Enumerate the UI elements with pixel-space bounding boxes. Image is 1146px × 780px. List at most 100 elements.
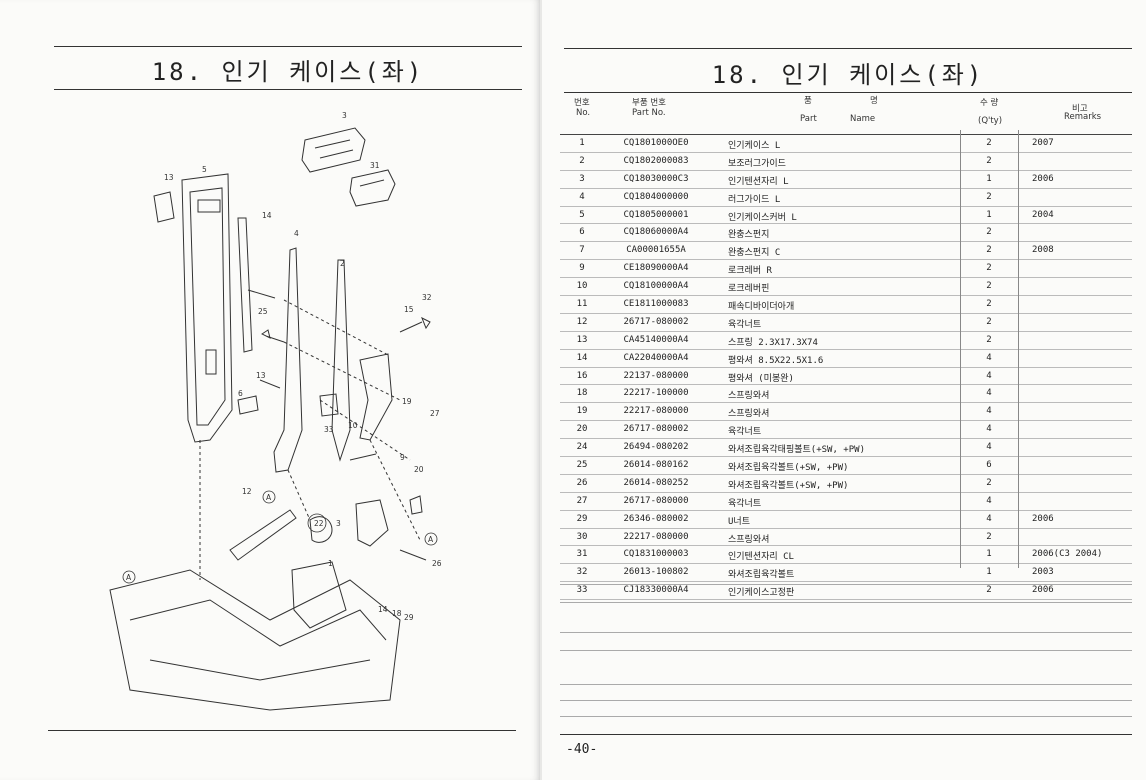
part-33-clip (319, 393, 339, 417)
right-title-top-rule (564, 48, 1132, 49)
remarks: 2006 (1032, 173, 1054, 184)
part-number: 22137-080000 (623, 370, 689, 381)
part-name: 와셔조립육각볼트(+SW, +PW) (728, 463, 849, 474)
part-number: CQ18060000A4 (623, 227, 689, 238)
quantity: 2 (986, 138, 992, 148)
part-number: CQ1831000003 (623, 549, 689, 560)
part-name: 로크레버 R (728, 266, 772, 277)
callout-3: 3 (342, 111, 347, 120)
part-name: 스프링와셔 (728, 534, 770, 545)
row-number: 2 (579, 155, 585, 166)
quantity: 6 (986, 460, 992, 471)
part-3-lower-bracket (355, 499, 389, 547)
callout-25: 25 (258, 307, 268, 316)
quantity: 2 (986, 263, 992, 274)
column-divider-qty-right (1018, 130, 1019, 568)
part-number: CJ18330000A4 (623, 585, 689, 596)
header-qty-ko: 수 량 (980, 98, 999, 108)
header-qty-en: (Q'ty) (978, 116, 1003, 126)
left-page: 18. 인기 케이스(좌) (0, 0, 540, 780)
callout-10: 10 (348, 421, 358, 430)
row-number: 32 (576, 567, 588, 578)
quantity: 4 (986, 513, 992, 524)
part-name: 와셔조립육각볼트(+SW, +PW) (728, 480, 849, 491)
callout-14: 14 (262, 211, 272, 220)
part-20-nut (409, 495, 423, 515)
part-number: CE1811000083 (623, 299, 689, 310)
row-number: 11 (576, 299, 588, 310)
quantity: 2 (986, 245, 992, 256)
header-name-en-2: Name (850, 114, 876, 124)
row-number: 6 (579, 227, 585, 238)
part-name: 완충스펀지 (728, 230, 770, 241)
quantity: 2 (986, 299, 992, 310)
part-number: CQ1805000001 (623, 209, 689, 220)
part-1-bracket (291, 561, 347, 629)
part-13-plate (153, 191, 175, 223)
row-number: 1 (579, 138, 585, 148)
exploded-parts-diagram: 3 31 5 13 14 4 2 25 32 15 13 6 33 10 19 … (109, 111, 442, 711)
base-frame (109, 569, 401, 711)
blank-line-2 (560, 602, 1132, 603)
callout-20: 20 (414, 465, 424, 474)
callout-A-2: A (428, 535, 434, 544)
quantity: 4 (986, 406, 992, 417)
callout-9: 9 (400, 453, 405, 462)
part-number: 26346-080002 (623, 513, 689, 524)
row-number: 16 (576, 370, 588, 381)
part-name: 인기케이스커버 L (728, 212, 797, 223)
header-name-en-1: Part (800, 114, 817, 124)
part-name: 육각너트 (728, 498, 762, 509)
row-number: 18 (576, 388, 588, 399)
part-name: 평와셔 (미봉완) (728, 373, 794, 384)
part-25-bolt (261, 329, 285, 343)
right-title-block: 18. 인기 케이스(좌) (564, 48, 1132, 93)
header-name-ko-2: 명 (870, 96, 878, 106)
header-remarks-ko: 비고 (1072, 104, 1088, 114)
callout-A-3: A (126, 573, 132, 582)
callout-14b: 14 (378, 605, 388, 614)
remarks: 2008 (1032, 245, 1054, 256)
part-name: 보조러그가이드 (728, 158, 786, 169)
quantity: 4 (986, 388, 992, 399)
right-bottom-rule (560, 734, 1132, 735)
part-number: 26717-080002 (623, 424, 689, 435)
remarks: 2006 (1032, 585, 1054, 596)
row-number: 3 (579, 173, 585, 184)
blank-line-3 (560, 632, 1132, 633)
callout-13b: 13 (256, 371, 266, 380)
part-name: 스프링와셔 (728, 409, 770, 420)
part-name: 육각너트 (728, 427, 762, 438)
quantity: 2 (986, 191, 992, 202)
part-number: CQ1801000OE0 (623, 138, 689, 148)
callout-27: 27 (430, 409, 440, 418)
header-name-ko-1: 품 (804, 96, 812, 106)
callout-18: 18 (392, 609, 402, 618)
header-no-en: No. (576, 108, 591, 118)
part-9-lever (359, 353, 393, 441)
callout-1: 1 (328, 559, 333, 568)
callout-33: 33 (324, 425, 334, 434)
part-number: CQ18030000C3 (623, 173, 689, 184)
row-number: 7 (579, 245, 585, 256)
right-title-bottom-rule (564, 92, 1132, 93)
part-number: 26717-080002 (623, 316, 689, 327)
part-name: U너트 (728, 516, 750, 527)
quantity: 2 (986, 155, 992, 166)
part-name: 인기텐션자리 CL (728, 552, 794, 563)
part-number: CA45140000A4 (623, 334, 689, 345)
